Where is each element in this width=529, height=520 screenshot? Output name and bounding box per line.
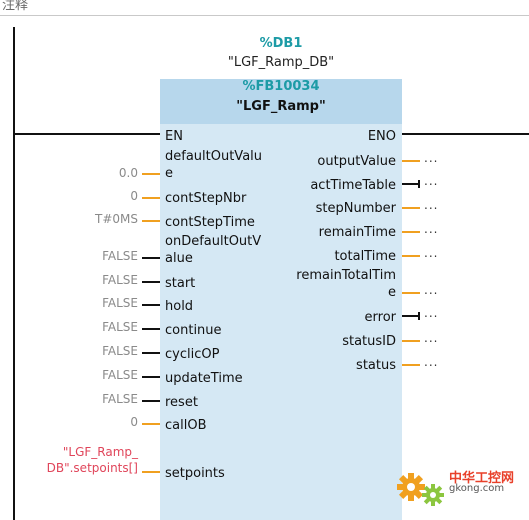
pin-contStepNbr[interactable]: contStepNbr (165, 191, 247, 206)
pin-totalTime[interactable]: totalTime (334, 249, 396, 264)
connector-cyclicOP (142, 352, 160, 354)
gear-logo-icon (397, 473, 444, 506)
watermark-site-url: gkong.com (449, 483, 505, 494)
connector-error (402, 315, 420, 317)
comment-label: 注释 (2, 0, 29, 13)
connector-totalTime (402, 255, 420, 257)
connector-actTimeTable (402, 183, 420, 185)
output-error[interactable]: ... (424, 306, 439, 320)
db-number[interactable]: %DB1 (259, 36, 303, 51)
pin-statusID[interactable]: statusID (342, 334, 396, 349)
value-reset[interactable]: FALSE (102, 392, 138, 406)
connector-defaultOutValue (142, 173, 160, 175)
connector-continue (142, 328, 160, 330)
pin-onDefaultOutValue-cont: alue (165, 251, 193, 266)
watermark-site-cn: 中华工控网 (449, 471, 515, 486)
pin-reset[interactable]: reset (165, 395, 198, 410)
watermark: 中华工控网 gkong.com (393, 463, 529, 520)
connector-remainTime (402, 231, 420, 233)
output-totalTime[interactable]: ... (424, 246, 439, 260)
connector-contStepTime (142, 220, 160, 222)
comment-bar[interactable]: 注释 (0, 0, 529, 16)
pin-hold[interactable]: hold (165, 299, 194, 314)
value-start[interactable]: FALSE (102, 273, 138, 287)
connector-stepNumber (402, 207, 420, 209)
output-remainTime[interactable]: ... (424, 222, 439, 236)
connector-status (402, 364, 420, 366)
connector-error-tick (418, 312, 420, 320)
pin-status[interactable]: status (356, 358, 396, 373)
pin-remainTotalTime-cont: e (388, 285, 396, 300)
pin-remainTime[interactable]: remainTime (318, 225, 396, 240)
pin-callOB[interactable]: callOB (165, 418, 207, 433)
pin-remainTotalTime[interactable]: remainTotalTim (296, 268, 396, 283)
pin-onDefaultOutValue[interactable]: onDefaultOutV (165, 234, 262, 249)
value-cyclicOP[interactable]: FALSE (102, 344, 138, 358)
connector-updateTime (142, 376, 160, 378)
value-setpoints[interactable]: "LGF_Ramp_ (62, 445, 138, 459)
pin-cyclicOP[interactable]: cyclicOP (165, 347, 220, 362)
value-hold[interactable]: FALSE (102, 296, 138, 310)
pin-error[interactable]: error (364, 310, 396, 325)
value-onDefaultOutValue[interactable]: FALSE (102, 249, 138, 263)
value-setpoints-cont: DB".setpoints[] (46, 461, 138, 475)
pin-start[interactable]: start (165, 276, 196, 291)
eno-wire (402, 133, 529, 135)
value-continue[interactable]: FALSE (102, 320, 138, 334)
pin-defaultOutValue-cont: e (165, 166, 173, 181)
value-contStepTime[interactable]: T#0MS (95, 212, 138, 226)
db-name[interactable]: "LGF_Ramp_DB" (227, 55, 335, 70)
fb-name[interactable]: "LGF_Ramp" (236, 99, 326, 114)
pin-outputValue[interactable]: outputValue (317, 154, 396, 169)
connector-start (142, 281, 160, 283)
connector-setpoints (142, 471, 160, 473)
connector-outputValue (402, 160, 420, 162)
output-remainTotalTime[interactable]: ... (424, 283, 439, 297)
fb-number[interactable]: %FB10034 (242, 79, 320, 94)
connector-hold (142, 304, 160, 306)
power-rail (13, 27, 15, 520)
output-outputValue[interactable]: ... (424, 151, 439, 165)
pin-updateTime[interactable]: updateTime (165, 371, 243, 386)
function-block-header (160, 79, 402, 124)
output-stepNumber[interactable]: ... (424, 198, 439, 212)
pin-setpoints[interactable]: setpoints (165, 466, 225, 481)
output-actTimeTable[interactable]: ... (424, 174, 439, 188)
pin-defaultOutValue[interactable]: defaultOutValu (165, 149, 263, 164)
pin-stepNumber[interactable]: stepNumber (315, 201, 396, 216)
value-updateTime[interactable]: FALSE (102, 368, 138, 382)
function-block[interactable] (160, 79, 402, 520)
en-wire (13, 133, 160, 135)
output-status[interactable]: ... (424, 355, 439, 369)
value-callOB[interactable]: 0 (130, 415, 138, 429)
output-statusID[interactable]: ... (424, 331, 439, 345)
connector-onDefaultOutValue (142, 257, 160, 259)
connector-reset (142, 400, 160, 402)
connector-statusID (402, 340, 420, 342)
connector-callOB (142, 423, 160, 425)
value-defaultOutValue[interactable]: 0.0 (118, 166, 138, 180)
pin-en[interactable]: EN (165, 129, 183, 144)
value-contStepNbr[interactable]: 0 (130, 189, 138, 203)
connector-contStepNbr (142, 197, 160, 199)
pin-continue[interactable]: continue (165, 323, 222, 338)
connector-remainTotalTime (402, 292, 420, 294)
pin-actTimeTable[interactable]: actTimeTable (310, 178, 396, 193)
pin-eno[interactable]: ENO (367, 129, 396, 144)
connector-actTimeTable-tick (418, 180, 420, 188)
pin-contStepTime[interactable]: contStepTime (165, 215, 255, 230)
